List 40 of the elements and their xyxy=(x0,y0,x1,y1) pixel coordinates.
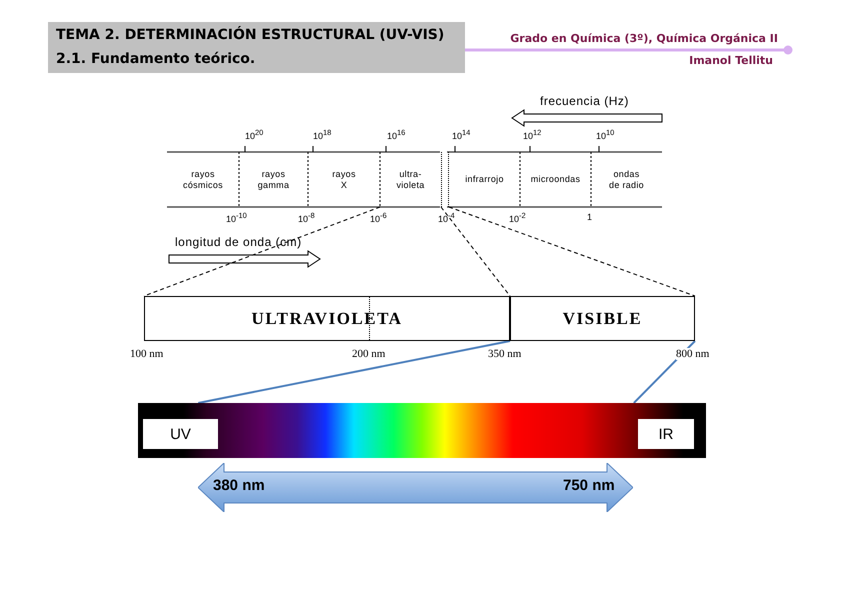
zoom-line xyxy=(448,206,696,296)
connector-line xyxy=(198,340,510,404)
label-box: IR xyxy=(638,419,694,449)
band-label: infrarrojo xyxy=(465,174,504,185)
tick-label: 10$^{12}$ xyxy=(523,128,542,141)
axis-label: longitud de onda (cm) xyxy=(175,235,302,249)
band-label: rayos gamma xyxy=(256,168,290,190)
tick-label: 10$^{14}$ xyxy=(452,128,470,141)
axis-label: frecuencia (Hz) xyxy=(540,94,629,108)
region-box: VISIBLE xyxy=(510,296,695,341)
band-label: rayos X xyxy=(331,168,357,190)
band-label: rayos cósmicos xyxy=(182,168,224,190)
zoom-line xyxy=(440,206,510,296)
tick-label: 10$^{-2}$ xyxy=(509,211,526,224)
band-label: ultra-violeta xyxy=(395,168,426,190)
tick-label: 10$^{-10}$ xyxy=(226,211,247,224)
label-box: UV xyxy=(143,419,218,449)
tick-label: 10$^{20}$ xyxy=(245,128,264,141)
title-text: TEMA 2. DETERMINACIÓN ESTRUCTURAL (UV-VIS) xyxy=(56,27,444,43)
tick-label: 10$^{10}$ xyxy=(596,128,614,141)
author-text: Imanol Tellitu xyxy=(689,54,773,67)
gap-box xyxy=(441,152,449,207)
tick-label: 10$^{18}$ xyxy=(313,128,332,141)
tick-label: 10$^{-6}$ xyxy=(370,211,387,224)
tick-label: 10$^{-4}$ xyxy=(438,211,455,224)
band-label: ondas de radio xyxy=(608,168,644,190)
band-label: microondas xyxy=(530,174,580,185)
range-label: 380 nm xyxy=(213,477,265,494)
tick-label: 10$^{16}$ xyxy=(387,128,406,141)
subtitle-text: 2.1. Fundamento teórico. xyxy=(56,51,256,67)
tick-label: 1 xyxy=(587,212,592,222)
header-text: Grado en Química (3º), Química Orgánica II xyxy=(510,32,778,45)
region-box: ULTRAVIOLETA xyxy=(144,296,510,341)
scale-label: 200 nm xyxy=(352,348,386,360)
scale-label: 100 nm xyxy=(130,348,164,360)
tick-label: 10$^{-8}$ xyxy=(298,211,315,224)
range-label: 750 nm xyxy=(563,477,615,494)
spectrum-bar xyxy=(138,403,706,458)
scale-label: 800 nm xyxy=(676,348,710,360)
scale-label: 350 nm xyxy=(488,348,522,360)
